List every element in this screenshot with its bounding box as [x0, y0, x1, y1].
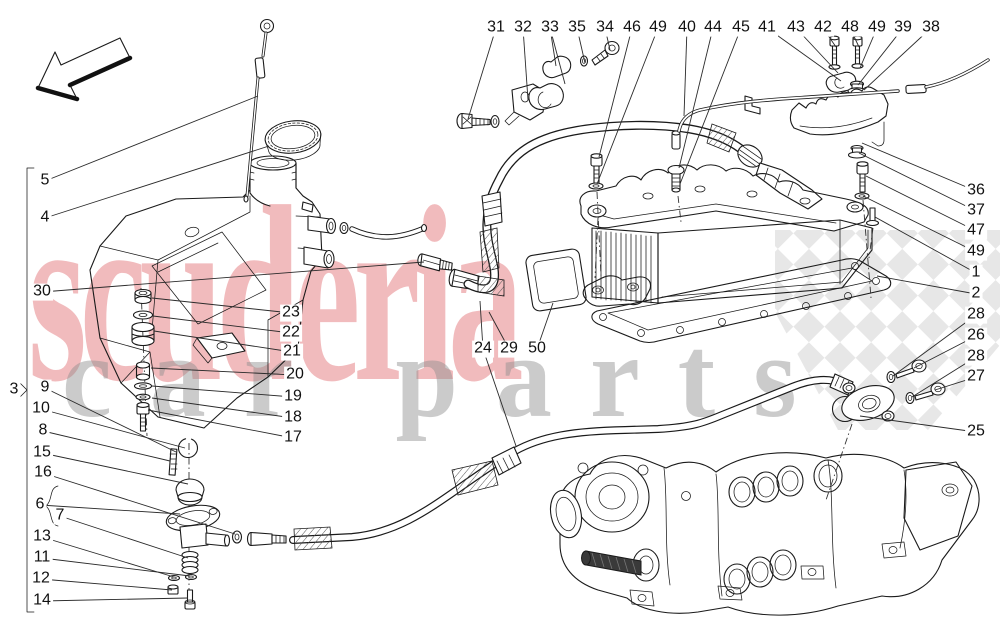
leader-line	[522, 27, 529, 101]
leader-line	[598, 27, 633, 158]
leader-line	[892, 314, 977, 377]
leader-line	[42, 430, 171, 462]
group-bracket	[19, 167, 59, 613]
leader-line	[151, 385, 294, 398]
leader-line	[44, 387, 177, 453]
leader-line	[150, 367, 296, 376]
leader-line	[859, 415, 977, 433]
leader-line	[39, 504, 181, 515]
leader-line	[44, 145, 270, 219]
leader-lines	[39, 27, 977, 602]
leader-line	[151, 397, 294, 419]
sensor-cable	[677, 58, 990, 133]
clamp-bracket-group	[456, 40, 620, 130]
leader-line	[596, 27, 659, 185]
oil-tank	[89, 155, 428, 429]
leader-line	[44, 95, 259, 182]
return-flange	[825, 359, 946, 501]
leader-line	[488, 311, 510, 350]
leader-line	[40, 578, 173, 591]
leader-line	[59, 515, 189, 559]
engine-assembly	[549, 452, 980, 616]
heat-exchanger	[579, 164, 873, 304]
leader-line	[479, 300, 484, 350]
leader-line	[153, 330, 293, 353]
leader-line	[152, 315, 292, 334]
leader-line	[147, 409, 294, 439]
leader-line	[151, 297, 292, 314]
leader-line	[795, 27, 839, 74]
tank-mount-stack	[131, 287, 246, 437]
leader-line	[857, 27, 904, 86]
leader-line	[859, 27, 878, 69]
dipstick	[243, 18, 275, 203]
union-fitting	[417, 253, 453, 272]
filler-cap	[264, 120, 322, 161]
leader-line	[41, 452, 189, 485]
leader-line	[549, 27, 566, 85]
leader-line	[679, 27, 742, 185]
leader-line	[41, 261, 425, 293]
leader-line	[482, 348, 517, 447]
leader-line	[42, 472, 236, 535]
exchanger-gaskets	[525, 248, 892, 344]
leader-line	[678, 27, 714, 169]
gasket-50	[525, 248, 587, 312]
leader-line	[40, 408, 186, 449]
direction-arrow-icon	[35, 37, 133, 102]
leader-line	[858, 152, 977, 212]
leader-line	[41, 536, 175, 578]
leader-line	[874, 216, 977, 274]
leader-line	[863, 27, 932, 91]
leader-line	[467, 27, 497, 120]
drain-assembly	[165, 437, 231, 612]
oil-pipe-lower	[231, 373, 858, 551]
leader-line	[876, 275, 977, 295]
leader-line	[865, 175, 977, 232]
leader-line	[41, 597, 189, 602]
leader-line	[766, 27, 842, 82]
exchanger-fasteners	[588, 35, 880, 299]
leader-line	[41, 557, 191, 577]
oil-hose-upper	[448, 120, 823, 297]
leader-line	[861, 142, 977, 192]
leader-line	[683, 27, 688, 117]
leader-line	[862, 195, 977, 253]
